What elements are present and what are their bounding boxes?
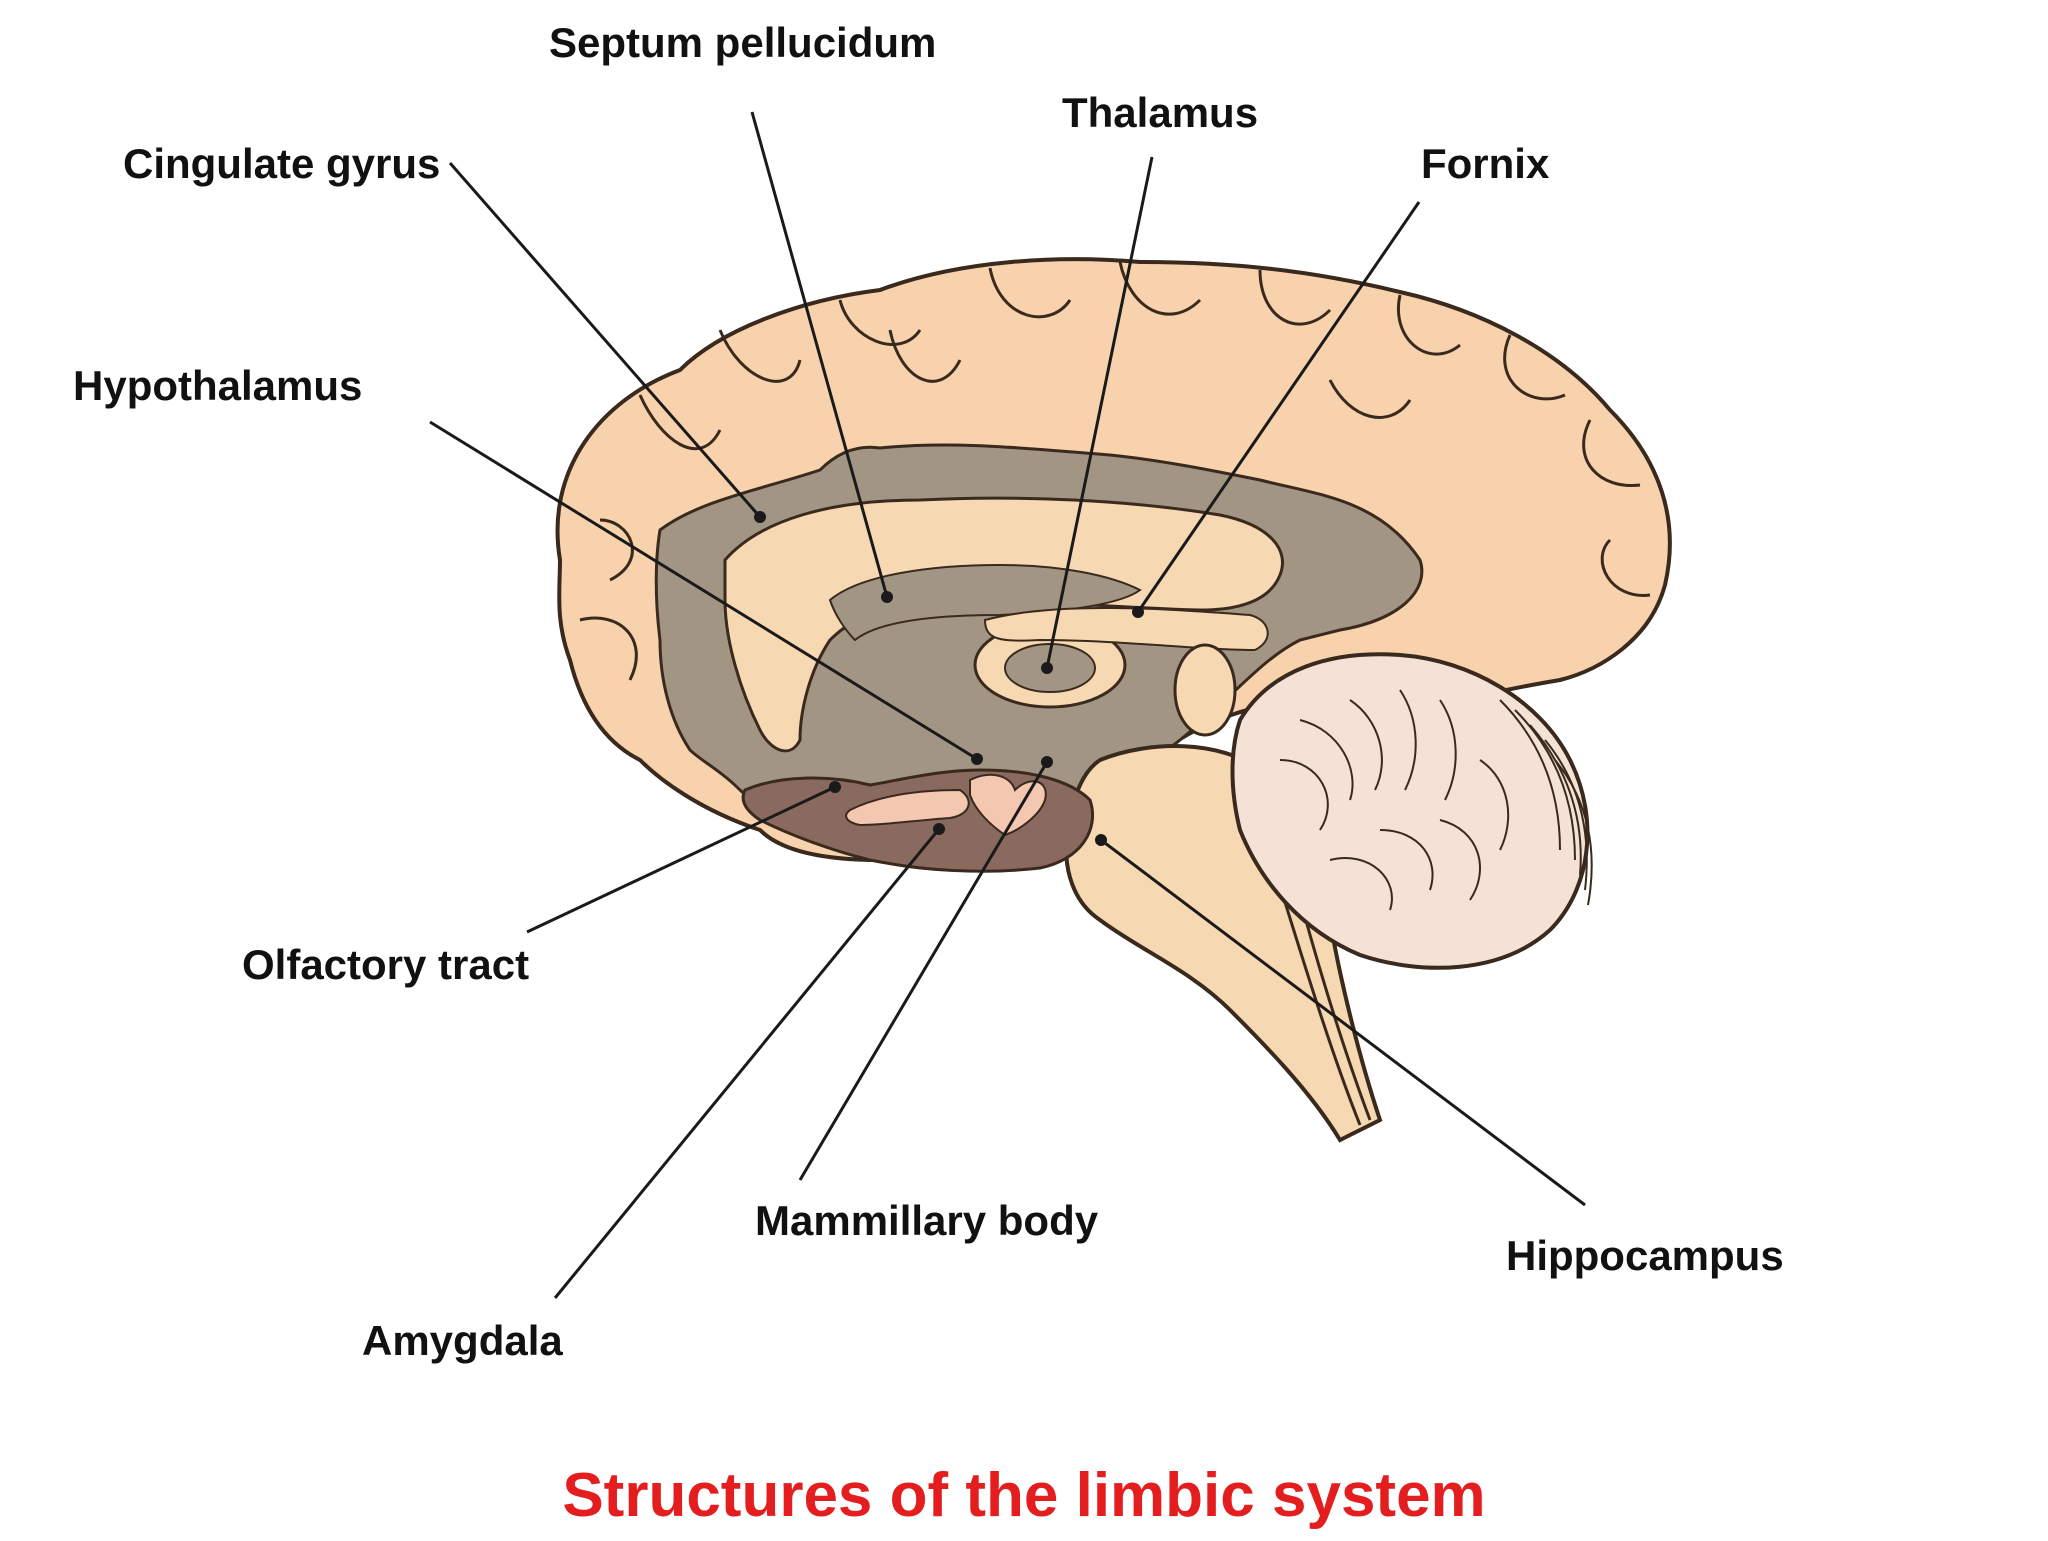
- label-fornix: Fornix: [1421, 140, 1550, 187]
- label-septum-pellucidum: Septum pellucidum: [549, 19, 937, 66]
- leader-line-amygdala: [553, 828, 941, 1299]
- leader-dot-hippocampus: [1095, 834, 1107, 846]
- label-hypothalamus: Hypothalamus: [73, 362, 363, 409]
- leader-dot-cingulate-gyrus: [754, 511, 766, 523]
- label-mammillary-body: Mammillary body: [755, 1197, 1099, 1244]
- leader-line-cingulate-gyrus: [448, 162, 762, 518]
- leader-line-mammillary-body: [798, 761, 1049, 1181]
- leader-dot-amygdala: [933, 823, 945, 835]
- fornix-region: [983, 607, 1269, 652]
- leader-line-hippocampus: [1100, 838, 1586, 1207]
- label-cingulate-gyrus: Cingulate gyrus: [123, 140, 441, 187]
- leader-line-septum-pellucidum: [750, 111, 889, 598]
- leader-line-hypothalamus: [429, 420, 978, 761]
- label-olfactory-tract: Olfactory tract: [242, 941, 530, 988]
- leader-line-fornix: [1136, 201, 1421, 613]
- pineal-body: [1173, 643, 1237, 737]
- septum-pellucidum-region: [828, 563, 1142, 642]
- label-hippocampus: Hippocampus: [1506, 1232, 1784, 1279]
- leader-dot-thalamus: [1041, 662, 1053, 674]
- olfactory-bulb: [845, 788, 970, 827]
- label-amygdala: Amygdala: [362, 1317, 563, 1364]
- leader-line-thalamus: [1045, 156, 1154, 669]
- cerebellum: [1230, 652, 1590, 970]
- gyri-folds: [579, 261, 1651, 681]
- leader-dot-mammillary-body: [1041, 756, 1053, 768]
- leader-dot-fornix: [1132, 606, 1144, 618]
- leader-dot-hypothalamus: [971, 753, 983, 765]
- cerebellum-folia: [1279, 689, 1593, 911]
- leader-dot-septum-pellucidum: [881, 591, 893, 603]
- mammillary-body-shape: [969, 773, 1047, 837]
- figure-caption: Structures of the limbic system: [562, 1461, 1486, 1530]
- leader-line-olfactory-tract: [526, 785, 836, 934]
- label-thalamus: Thalamus: [1062, 89, 1259, 136]
- leader-dot-olfactory-tract: [829, 781, 841, 793]
